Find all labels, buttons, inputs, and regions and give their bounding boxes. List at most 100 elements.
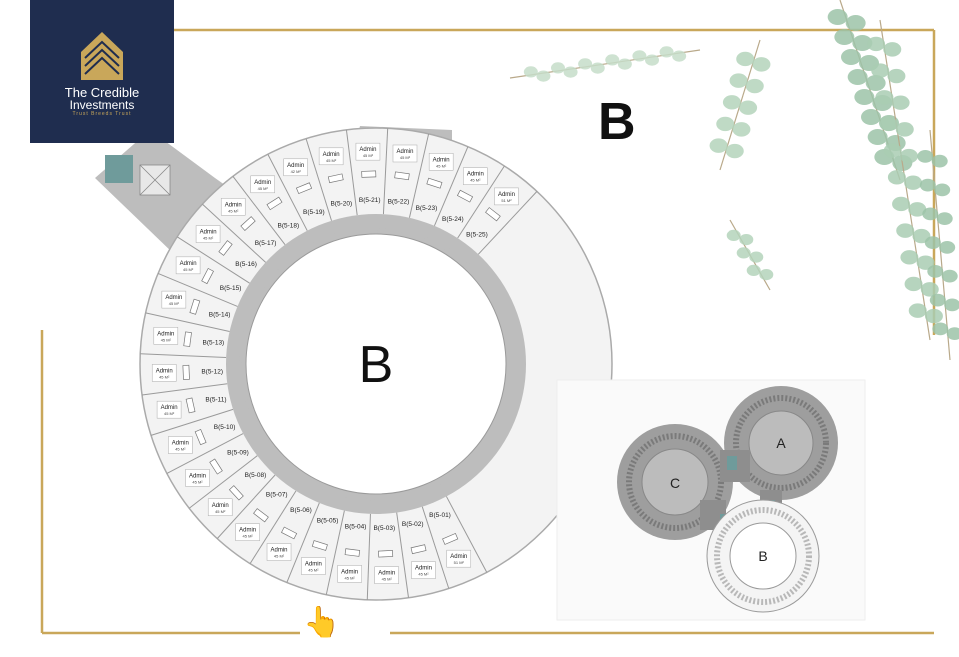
unit-area: 45 M² [175, 447, 186, 452]
leaf [749, 251, 764, 263]
unit-tag-box [318, 147, 344, 166]
unit-divider [421, 506, 450, 589]
unit-type: Admin [467, 172, 484, 178]
unit-area: 45 M² [308, 568, 319, 573]
unit-type: Admin [396, 149, 413, 155]
unit-tag-box [156, 400, 182, 419]
unit-fixture [295, 182, 313, 195]
unit-divider [366, 513, 371, 600]
unit-tag-box [283, 158, 308, 177]
unit-divider [249, 490, 297, 564]
leaf [939, 241, 956, 254]
unit-area: 51 M² [454, 560, 465, 565]
unit-type: Admin [323, 152, 340, 158]
unit-tag-box [392, 144, 418, 163]
leaf [908, 202, 927, 217]
unit-type: Admin [433, 157, 450, 163]
leaf [716, 116, 735, 132]
unit-fixture [201, 267, 214, 285]
leaf [745, 78, 764, 94]
company-logo: The Credible Investments Trust Breeds Tr… [30, 0, 174, 143]
unit-type: Admin [271, 548, 288, 554]
leaf [536, 70, 551, 82]
leaf [550, 62, 565, 74]
unit-dividers [140, 128, 538, 600]
unit-code: B(5-14) [209, 312, 231, 319]
unit-area: 51 M² [501, 198, 512, 203]
unit-type: Admin [239, 528, 256, 534]
unit-code: B(5-02) [402, 521, 424, 528]
atrium-void [245, 233, 507, 495]
house-logo-icon [81, 32, 123, 80]
unit-area: 45 M² [183, 267, 194, 272]
unit-divider [457, 165, 505, 239]
leaf [899, 148, 918, 164]
unit-fixture [281, 526, 298, 540]
unit-code: B(5-10) [214, 424, 236, 431]
unit-area: 45 M² [345, 575, 356, 580]
unit-divider [202, 203, 266, 263]
leaf [867, 129, 888, 145]
unit-divider [232, 176, 286, 246]
leaf [917, 149, 934, 163]
unit-divider [145, 312, 230, 332]
leaf [672, 50, 687, 62]
leaf [709, 138, 728, 153]
unit-area: 45 M² [164, 411, 175, 416]
leaf [736, 51, 755, 67]
leaf [895, 122, 914, 137]
pointing-hand-icon[interactable]: 👆 [303, 606, 341, 639]
unit-code: B(5-04) [345, 524, 367, 531]
unit-type: Admin [189, 473, 206, 479]
unit-code: B(5-24) [442, 216, 464, 223]
unit-divider [216, 474, 276, 539]
unit-divider [445, 496, 488, 573]
leaf [732, 122, 751, 137]
unit-tag-box [337, 565, 362, 583]
unit-tag-box [235, 523, 260, 541]
unit-fixture [378, 550, 394, 558]
unit-area: 45 M² [400, 155, 411, 160]
leaf [929, 293, 946, 307]
unit-code: B(5-23) [416, 205, 438, 212]
unit-tag-box [301, 557, 326, 575]
leaf [563, 66, 578, 78]
leaf [887, 170, 906, 185]
unit-divider [141, 383, 228, 396]
unit-tag-box [161, 290, 187, 309]
logo-subtitle: Investments [69, 98, 135, 112]
unit-area: 45 M² [470, 178, 481, 183]
leaf [896, 223, 915, 238]
unit-fixture [442, 532, 459, 545]
leaf [739, 100, 758, 115]
unit-fixture [183, 331, 192, 347]
unit-divider [433, 146, 469, 227]
unit-fixture [327, 173, 344, 184]
